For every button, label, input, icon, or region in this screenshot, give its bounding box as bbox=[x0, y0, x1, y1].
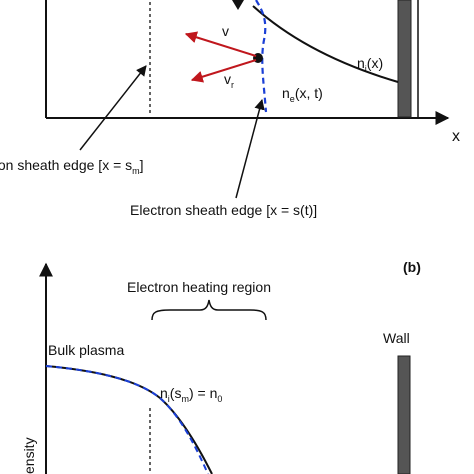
top-down-arrow-icon bbox=[232, 0, 244, 10]
ion-density-curve bbox=[252, 5, 399, 83]
electron-density-curve bbox=[255, 0, 268, 113]
bulk-plasma-label: Bulk plasma bbox=[48, 342, 124, 358]
velocity-vr-label: vr bbox=[224, 71, 234, 90]
bottom-electron-density-curve bbox=[45, 365, 209, 474]
heating-region-label: Electron heating region bbox=[127, 279, 271, 295]
top-x-axis-label: x bbox=[452, 128, 460, 145]
wall-label: Wall bbox=[383, 330, 410, 346]
bottom-panel: (b) ensity Electron heating region Bulk … bbox=[21, 259, 421, 474]
velocity-v-arrow bbox=[184, 31, 257, 57]
electron-sheath-edge-label: Electron sheath edge [x = s(t)] bbox=[130, 202, 317, 218]
density-equation-label: ni(sm) = n0 bbox=[160, 385, 222, 404]
electron-sheath-pointer-arrow bbox=[235, 98, 265, 199]
ion-density-label: ni(x) bbox=[357, 55, 383, 74]
ion-sheath-edge-label: Ion sheath edge [x = sm] bbox=[0, 157, 144, 176]
ion-sheath-pointer-arrow bbox=[79, 65, 147, 151]
heating-region-brace bbox=[151, 299, 267, 321]
panel-tag-b: (b) bbox=[403, 259, 421, 275]
velocity-v-label: v bbox=[222, 23, 229, 39]
bottom-wall bbox=[397, 355, 411, 474]
y-axis-label: ensity bbox=[21, 437, 37, 474]
top-panel: x ni(x) ne(x, t) v vr Ion sheath bbox=[0, 0, 460, 218]
electron-density-label: ne(x, t) bbox=[282, 85, 323, 104]
velocity-vr-arrow bbox=[190, 59, 257, 83]
bottom-density-curve bbox=[45, 365, 213, 474]
top-wall bbox=[397, 0, 412, 118]
